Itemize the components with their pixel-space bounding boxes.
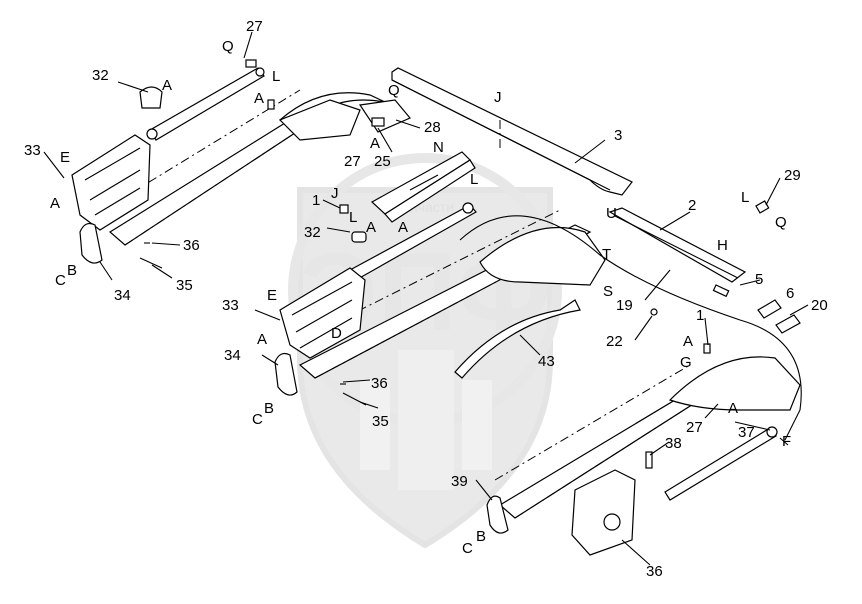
callout-34: 34 xyxy=(224,347,241,364)
callout-27: 27 xyxy=(686,419,703,436)
callout-36: 36 xyxy=(371,375,388,392)
callout-a: A xyxy=(50,195,60,212)
lower-right-assembly xyxy=(486,343,801,556)
callout-a: A xyxy=(257,331,267,348)
callout-2: 2 xyxy=(688,197,696,214)
callout-29: 29 xyxy=(784,167,801,184)
callout-g: G xyxy=(680,354,692,371)
callout-34: 34 xyxy=(114,287,131,304)
callout-1: 1 xyxy=(696,307,704,324)
callout-e: E xyxy=(267,287,277,304)
callout-q: Q xyxy=(775,214,787,231)
upper-cover-plate xyxy=(391,67,633,196)
callout-a: A xyxy=(728,400,738,417)
callout-35: 35 xyxy=(372,413,389,430)
callout-s: S xyxy=(603,283,613,300)
callout-36: 36 xyxy=(183,237,200,254)
callout-b: B xyxy=(476,528,486,545)
callout-c: C xyxy=(462,540,473,557)
callout-27: 27 xyxy=(344,153,361,170)
middle-assembly xyxy=(274,151,606,406)
callout-d: D xyxy=(331,325,342,342)
callout-l: L xyxy=(272,68,280,85)
callout-l: L xyxy=(470,171,478,188)
callout-32: 32 xyxy=(92,67,109,84)
callout-j: J xyxy=(331,185,339,202)
callout-32: 32 xyxy=(304,224,321,241)
callout-j: J xyxy=(494,89,502,106)
callout-1: 1 xyxy=(312,192,320,209)
callout-labels: 27 Q 32 A L A 33 E A Q J 28 27 A 25 N 3 … xyxy=(24,18,828,580)
callout-l: L xyxy=(741,189,749,206)
callout-25: 25 xyxy=(374,153,391,170)
callout-f: F xyxy=(782,433,791,450)
callout-h: H xyxy=(717,237,728,254)
callout-n: N xyxy=(433,139,444,156)
callout-28: 28 xyxy=(424,119,441,136)
callout-37: 37 xyxy=(738,424,755,441)
callout-27: 27 xyxy=(246,18,263,35)
callout-t: T xyxy=(602,246,611,263)
callout-39: 39 xyxy=(451,473,468,490)
callout-19: 19 xyxy=(616,297,633,314)
callout-35: 35 xyxy=(176,277,193,294)
callout-33: 33 xyxy=(222,297,239,314)
callout-u: U xyxy=(606,205,617,222)
callout-6: 6 xyxy=(786,285,794,302)
callout-e: E xyxy=(60,149,70,166)
callout-43: 43 xyxy=(538,353,555,370)
callout-36: 36 xyxy=(646,563,663,580)
callout-q: Q xyxy=(222,38,234,55)
callout-a: A xyxy=(366,219,376,236)
callout-3: 3 xyxy=(614,127,622,144)
callout-b: B xyxy=(67,262,77,279)
callout-22: 22 xyxy=(606,333,623,350)
hydraulic-line xyxy=(459,215,802,441)
callout-a: A xyxy=(370,135,380,152)
callout-c: C xyxy=(252,411,263,428)
leader-lines xyxy=(43,31,809,566)
callout-a: A xyxy=(162,77,172,94)
callout-33: 33 xyxy=(24,142,41,159)
callout-20: 20 xyxy=(811,297,828,314)
callout-38: 38 xyxy=(665,435,682,452)
callout-c: C xyxy=(55,272,66,289)
callout-q: Q xyxy=(388,82,400,99)
callout-a: A xyxy=(683,333,693,350)
upper-left-assembly xyxy=(71,67,411,269)
callout-l: L xyxy=(349,209,357,226)
loose-parts xyxy=(245,59,801,334)
callout-5: 5 xyxy=(755,271,763,288)
cover-strip xyxy=(608,207,747,298)
callout-a: A xyxy=(254,90,264,107)
callout-a: A xyxy=(398,219,408,236)
callout-b: B xyxy=(264,400,274,417)
